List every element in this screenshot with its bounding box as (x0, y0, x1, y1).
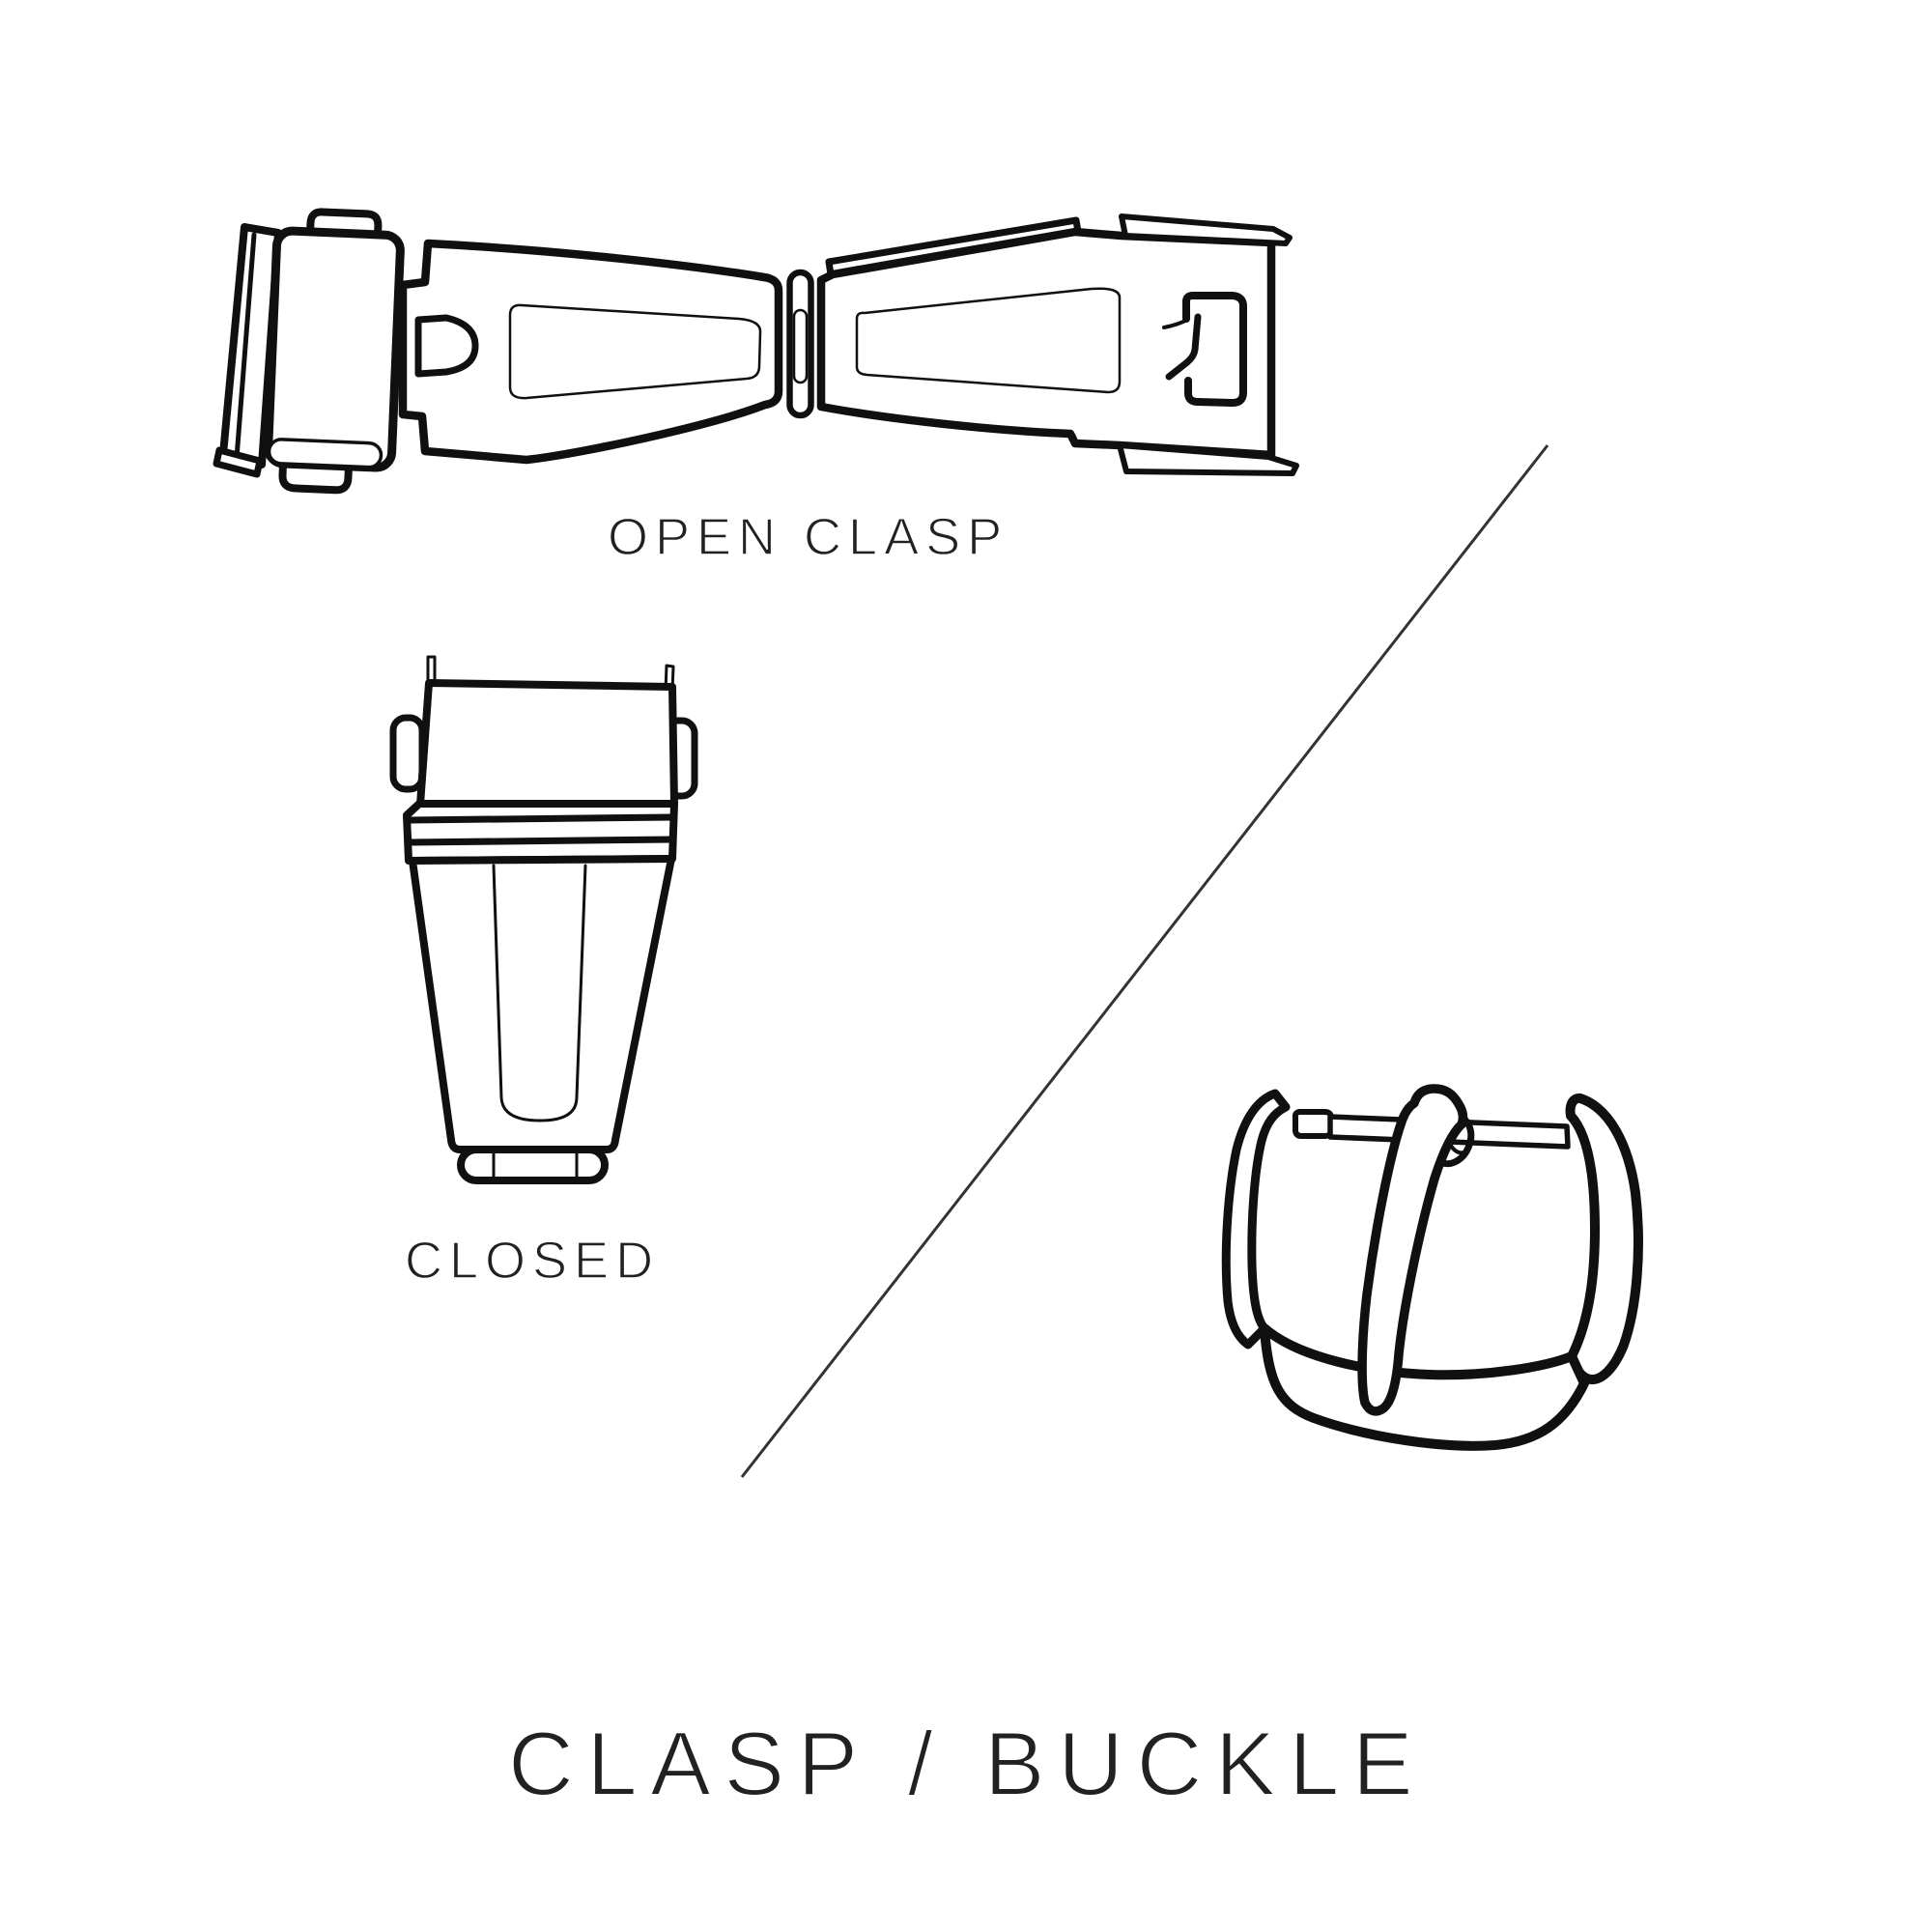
svg-text:CLASP / BUCKLE: CLASP / BUCKLE (508, 1713, 1426, 1814)
svg-text:OPEN CLASP: OPEN CLASP (608, 508, 1009, 566)
svg-text:CLOSED: CLOSED (405, 1232, 660, 1290)
